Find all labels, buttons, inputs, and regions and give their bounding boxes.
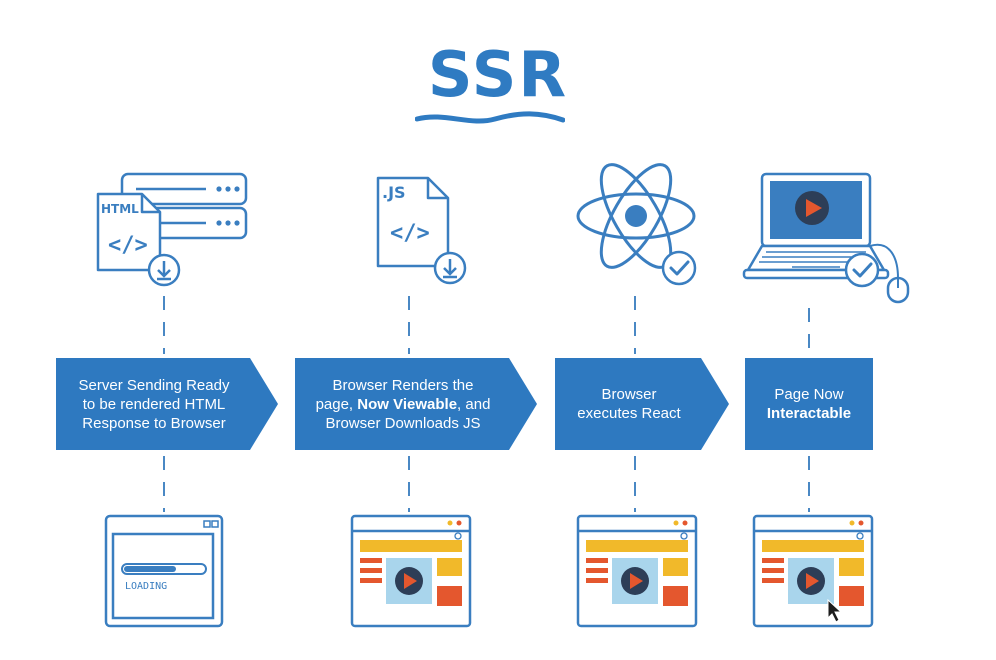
step-3-line-1: Browser: [601, 386, 657, 403]
step-4-text: Page Now Interactable: [767, 385, 851, 423]
connector-step-2-bottom: [408, 456, 410, 512]
html-file-server-download-icon: HTML </>: [96, 172, 248, 287]
step-3-text: Browser executes React: [577, 385, 680, 423]
step-1-line-2: to be rendered HTML: [82, 395, 226, 413]
svg-text:</>: </>: [390, 221, 430, 246]
loading-progress-fill: [124, 566, 176, 572]
connector-step-4-top: [808, 308, 810, 354]
connector-step-1-top: [163, 296, 165, 354]
step-4-line-1: Page Now: [774, 386, 844, 403]
step-2-banner: Browser Renders the page, Now Viewable, …: [295, 358, 537, 450]
step-2-text: Browser Renders the page, Now Viewable, …: [316, 376, 491, 433]
connector-step-4-bottom: [808, 456, 810, 512]
interactive-page-window: [752, 514, 874, 628]
step-3-banner: Browser executes React: [555, 358, 729, 450]
step-1-banner: Server Sending Ready to be rendered HTML…: [56, 358, 278, 450]
title-underline: [415, 111, 565, 124]
html-file-label: HTML: [101, 202, 139, 216]
step-4-banner: Page Now Interactable: [745, 358, 873, 450]
step-1-line-3: Response to Browser: [82, 414, 226, 432]
connector-step-3-bottom: [634, 456, 636, 512]
laptop-check-mouse-icon: [742, 172, 910, 304]
js-file-label: .JS: [382, 183, 406, 202]
svg-text:</>: </>: [108, 233, 148, 258]
mouse-cursor-icon: [827, 598, 843, 623]
rendered-page-window-3: [576, 514, 698, 628]
step-2-line-2: page, Now Viewable, and: [315, 395, 491, 413]
step-1-text: Server Sending Ready to be rendered HTML…: [79, 376, 230, 433]
loading-label: LOADING: [125, 581, 167, 592]
connector-step-2-top: [408, 296, 410, 354]
diagram-title: SSR: [427, 38, 569, 111]
connector-step-1-bottom: [163, 456, 165, 512]
loading-browser-window: LOADING: [104, 514, 224, 628]
step-4-line-2: Interactable: [766, 405, 852, 422]
react-atom-check-icon: [576, 163, 697, 286]
step-1-line-1: Server Sending Ready: [78, 376, 230, 394]
step-3-line-2: executes React: [577, 405, 681, 422]
step-2-line-3: Browser Downloads JS: [325, 414, 481, 432]
js-file-download-icon: .JS </>: [376, 176, 467, 285]
rendered-page-window-2: [350, 514, 472, 628]
connector-step-3-top: [634, 296, 636, 354]
step-2-line-1: Browser Renders the: [332, 376, 474, 394]
